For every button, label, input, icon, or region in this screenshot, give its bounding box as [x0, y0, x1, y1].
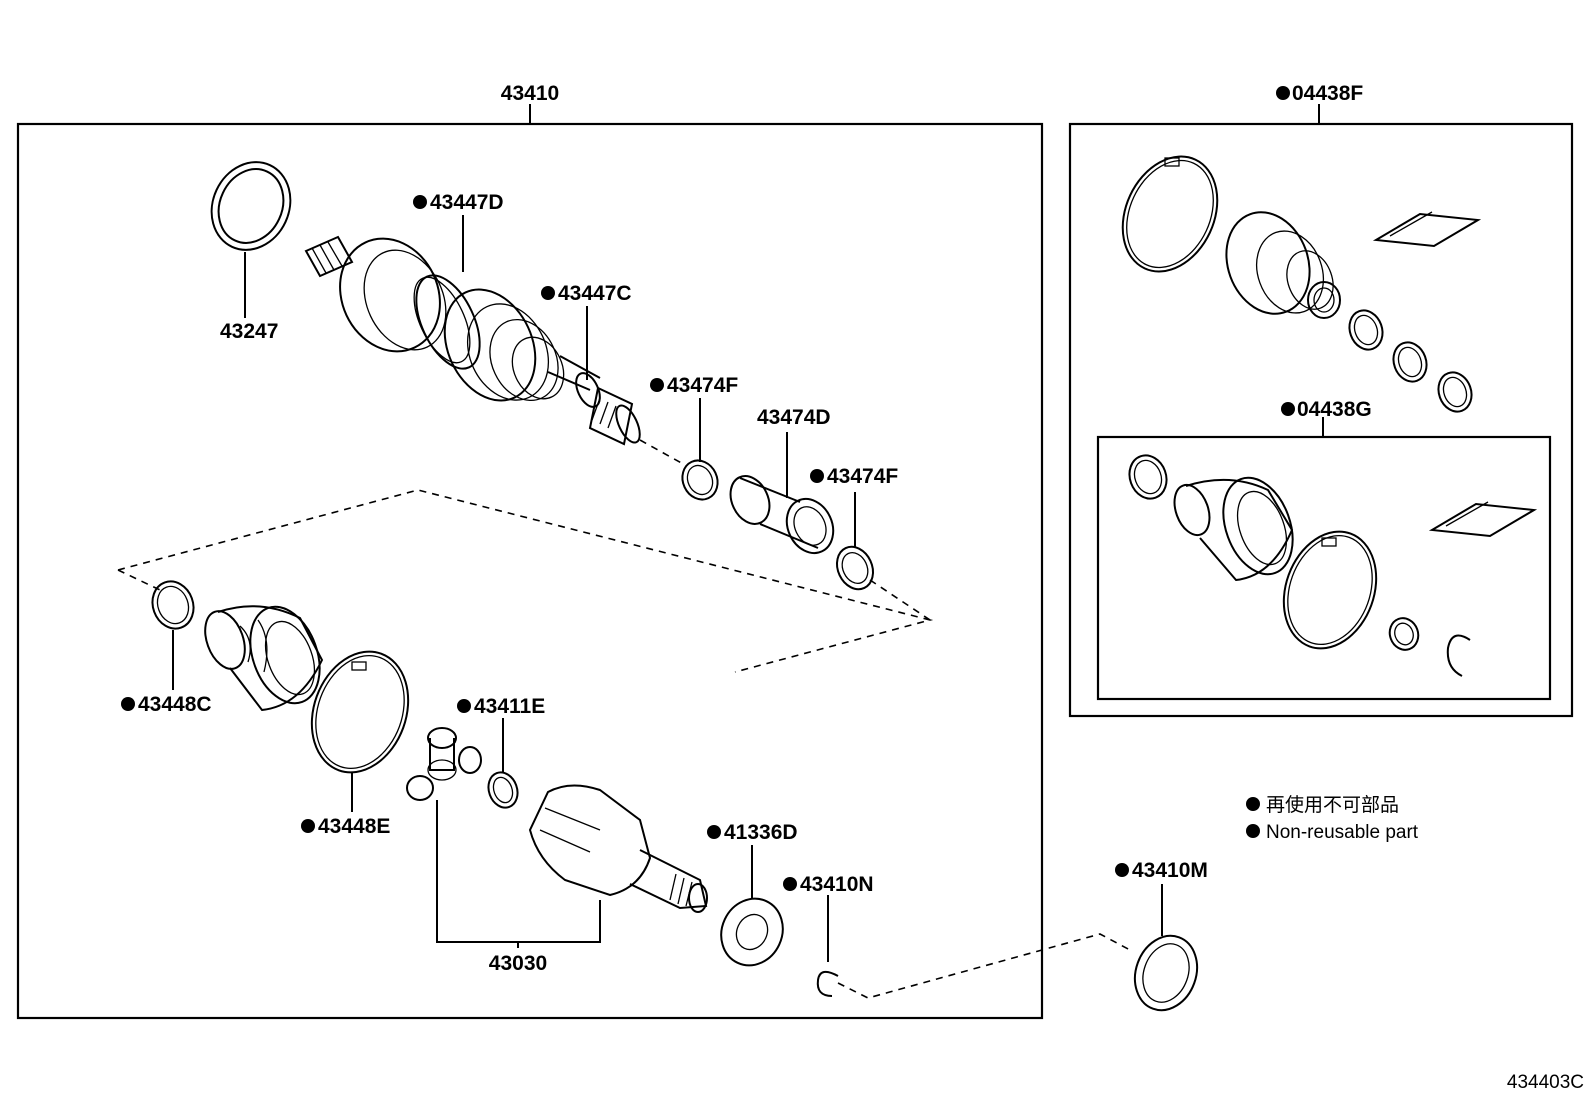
tripod-part	[406, 727, 482, 801]
boot-kit-outboard-frame	[1068, 122, 1574, 718]
label-43411E[interactable]: 43411E	[474, 695, 545, 718]
dust-seal-ring-part	[210, 161, 292, 318]
dust-deflector-part	[720, 845, 784, 967]
label-43410N[interactable]: 43410N	[800, 873, 874, 896]
label-43474F-right[interactable]: 43474F	[827, 465, 898, 488]
label-43474D[interactable]: 43474D	[757, 406, 831, 429]
outboard-joint-part	[304, 235, 641, 446]
boot-kit-outboard-contents	[1121, 155, 1482, 413]
damper-part	[729, 432, 835, 555]
inner-boot-clamp-large-part	[310, 650, 410, 812]
boot-kit-inboard-contents	[1128, 454, 1538, 677]
main-assembly-frame	[16, 122, 1044, 1020]
inboard-joint-part	[528, 784, 708, 913]
label-43447D[interactable]: 43447D	[430, 191, 504, 214]
label-43474F-left[interactable]: 43474F	[667, 374, 738, 397]
label-04438G[interactable]: 04438G	[1297, 398, 1372, 421]
label-43247[interactable]: 43247	[220, 320, 278, 343]
drawing-number: 434403C	[1507, 1072, 1584, 1093]
legend-en: Non-reusable part	[1266, 822, 1419, 843]
damper-clamp-right-part	[836, 492, 874, 591]
legend-jp: 再使用不可部品	[1266, 794, 1399, 816]
label-43447C[interactable]: 43447C	[558, 282, 632, 305]
inboard-boot-part	[204, 605, 324, 712]
label-04438F[interactable]: 04438F	[1292, 82, 1363, 105]
label-43410M[interactable]: 43410M	[1132, 859, 1208, 882]
label-43030[interactable]: 43030	[489, 952, 547, 975]
label-43448C[interactable]: 43448C	[138, 693, 212, 716]
hub-side-seal-part	[1133, 884, 1199, 1012]
shaft-snap-ring-part	[816, 895, 839, 997]
damper-clamp-left-part	[681, 398, 719, 501]
snap-ring-tripod-part	[487, 718, 519, 809]
label-43448E[interactable]: 43448E	[318, 815, 390, 838]
label-43410[interactable]: 43410	[501, 82, 559, 105]
label-41336D[interactable]: 41336D	[724, 821, 798, 844]
inner-boot-clamp-small-part	[151, 580, 195, 690]
legend: 再使用不可部品 Non-reusable part	[1246, 794, 1419, 843]
